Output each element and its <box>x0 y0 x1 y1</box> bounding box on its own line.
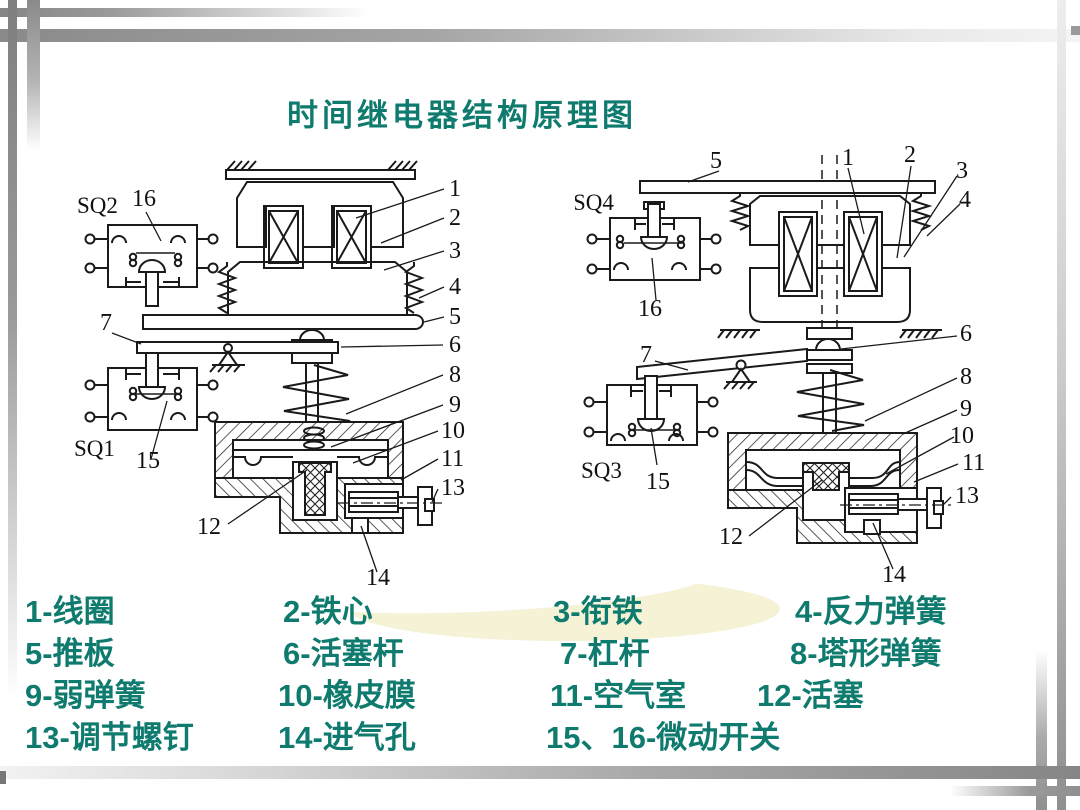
leader-lines <box>111 188 445 573</box>
callout-1: 1 <box>842 145 854 171</box>
callout-11: 11 <box>962 450 985 476</box>
callout-5: 5 <box>449 304 461 330</box>
callout-2: 2 <box>904 142 916 168</box>
diagram-left: 1 2 3 4 5 6 8 9 10 11 13 12 14 16 15 7 S… <box>74 160 465 591</box>
air-inlet <box>863 519 881 535</box>
callout-15: 15 <box>646 469 670 495</box>
corner-ornament-bottom-right-h <box>950 786 1080 796</box>
callout-6: 6 <box>960 321 972 347</box>
corner-ornament-top-left-v-wide <box>27 0 40 150</box>
label-sq3: SQ3 <box>581 458 622 483</box>
piston <box>298 462 332 516</box>
callout-7: 7 <box>100 310 112 336</box>
callout-8: 8 <box>960 364 972 390</box>
callout-11: 11 <box>441 446 464 472</box>
callout-3: 3 <box>956 158 968 184</box>
callout-labels-left: 1 2 3 4 5 6 8 9 10 11 13 12 14 16 15 7 S… <box>74 176 465 591</box>
coil-left <box>263 205 304 269</box>
coil-right <box>843 211 883 297</box>
callout-4: 4 <box>959 187 971 213</box>
diagram-right: 5 1 2 3 4 6 7 8 9 10 11 13 12 14 15 16 S… <box>575 142 985 588</box>
adjust-screw <box>338 486 443 526</box>
callout-4: 4 <box>449 274 461 300</box>
magnet-yoke <box>717 267 942 339</box>
callout-5: 5 <box>710 148 722 174</box>
page-title: 时间继电器结构原理图 <box>287 98 637 133</box>
reaction-spring-left <box>728 193 752 231</box>
push-plate <box>639 180 936 194</box>
legend-item: 4-反力弹簧 <box>795 594 947 629</box>
legend-item: 12-活塞 <box>757 678 864 713</box>
reaction-spring-right <box>909 193 933 231</box>
callout-12: 12 <box>197 514 221 540</box>
leader-lines <box>650 165 961 570</box>
piston-rod <box>806 327 853 361</box>
air-chamber <box>214 421 404 534</box>
callout-10: 10 <box>441 418 465 444</box>
coil-left <box>778 211 818 297</box>
callout-16: 16 <box>638 296 662 322</box>
reaction-spring-right <box>403 262 425 314</box>
adjust-screw <box>840 487 955 529</box>
top-right-stub <box>1071 26 1080 35</box>
label-sq1: SQ1 <box>74 436 115 461</box>
right-edge-bar <box>1057 0 1066 810</box>
callout-16: 16 <box>132 186 156 212</box>
label-sq2: SQ2 <box>77 193 118 218</box>
corner-ornament-top-left-v-thin <box>8 0 17 700</box>
air-chamber <box>727 432 918 544</box>
piston <box>802 462 850 491</box>
callout-10: 10 <box>950 423 974 449</box>
legend-item: 8-塔形弹簧 <box>790 636 942 671</box>
legend-item: 15、16-微动开关 <box>546 720 781 755</box>
corner-ornament-top-left-h-wide <box>0 29 1080 42</box>
legend-item: 2-铁心 <box>283 594 373 629</box>
corner-ornament-top-left-h-thin <box>0 8 370 17</box>
micro-switch-sq2 <box>84 224 219 307</box>
bottom-edge-bar <box>0 766 1080 779</box>
label-sq4: SQ4 <box>575 190 614 215</box>
legend-item: 3-衔铁 <box>553 594 643 629</box>
callout-2: 2 <box>449 205 461 231</box>
callout-14: 14 <box>366 565 390 591</box>
air-inlet <box>351 517 369 534</box>
armature <box>749 195 911 246</box>
callout-3: 3 <box>449 238 461 264</box>
legend-item: 6-活塞杆 <box>283 636 404 671</box>
callout-labels-right: 5 1 2 3 4 6 7 8 9 10 11 13 12 14 15 16 S… <box>575 142 985 588</box>
legend-item: 14-进气孔 <box>278 720 416 755</box>
corner-ornament-bottom-right-v <box>1036 650 1047 810</box>
callout-15: 15 <box>136 448 160 474</box>
legend-item: 13-调节螺钉 <box>25 720 194 755</box>
armature <box>227 261 408 319</box>
callout-9: 9 <box>449 392 461 418</box>
legend-item: 1-线圈 <box>25 594 115 629</box>
callout-8: 8 <box>449 362 461 388</box>
lever <box>636 347 808 390</box>
lever <box>136 329 339 373</box>
bottom-left-stub <box>0 771 6 784</box>
micro-switch-sq3 <box>583 375 719 446</box>
callout-9: 9 <box>960 396 972 422</box>
legend-item: 7-杠杆 <box>560 636 650 671</box>
callout-13: 13 <box>441 475 465 501</box>
micro-switch-sq4 <box>586 201 722 281</box>
push-plate <box>142 314 424 330</box>
micro-switch-sq1 <box>84 352 219 431</box>
legend-item: 10-橡皮膜 <box>278 678 416 713</box>
callout-14: 14 <box>882 562 906 588</box>
reaction-spring-left <box>216 262 238 314</box>
callout-1: 1 <box>449 176 461 202</box>
decorative-swoosh <box>345 573 780 641</box>
magnet-yoke <box>236 181 404 248</box>
callout-12: 12 <box>719 524 743 550</box>
legend-item: 9-弱弹簧 <box>25 678 146 713</box>
tower-spring <box>796 369 865 432</box>
legend-item: 5-推板 <box>25 636 115 671</box>
callout-6: 6 <box>449 332 461 358</box>
callout-7: 7 <box>640 342 652 368</box>
legend-item: 11-空气室 <box>550 678 687 713</box>
callout-13: 13 <box>955 483 979 509</box>
ceiling-mount <box>225 160 418 180</box>
